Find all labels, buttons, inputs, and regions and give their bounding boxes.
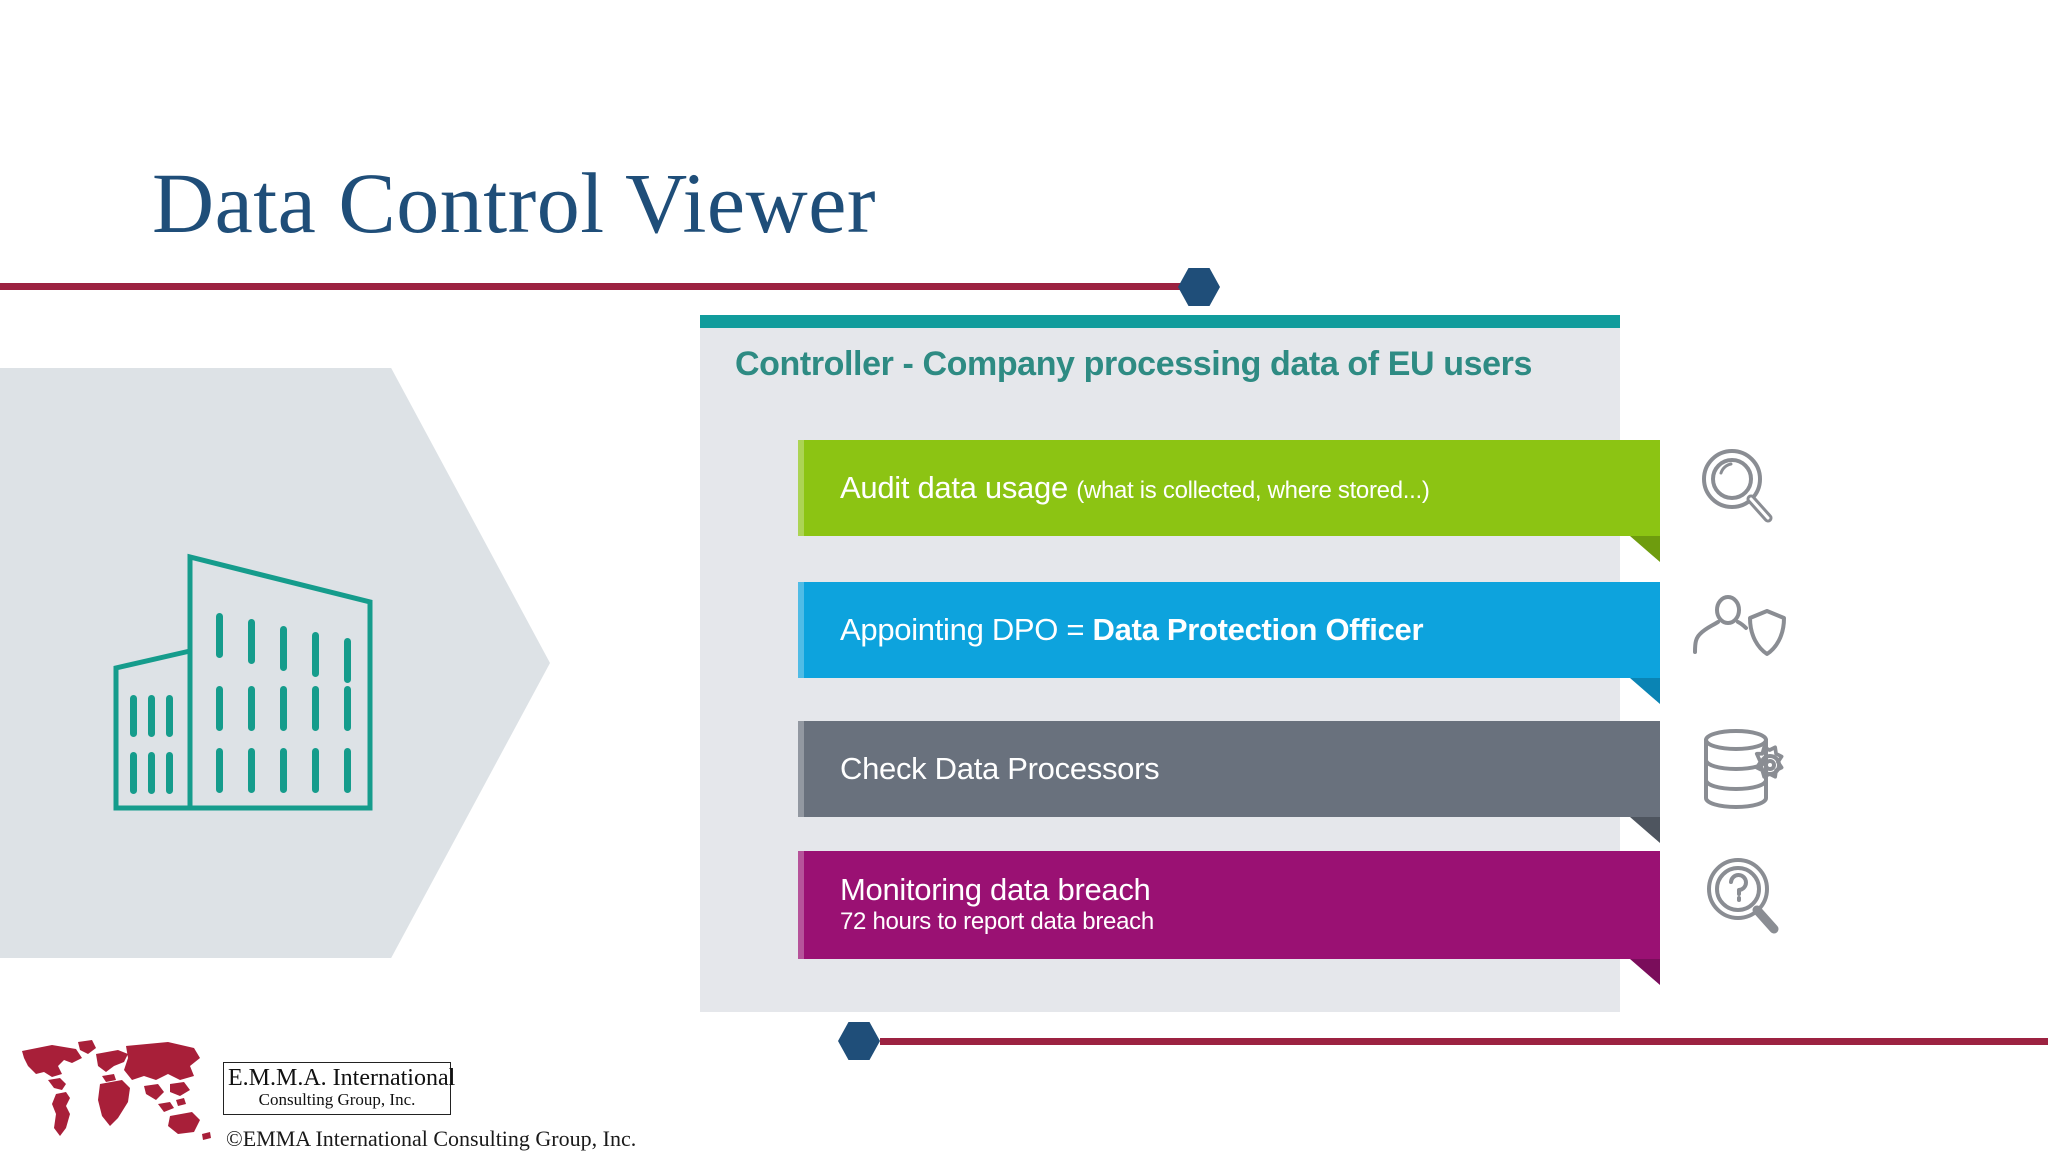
top-hexagon-marker <box>1178 268 1220 306</box>
row-processors-fold <box>1630 817 1660 843</box>
row-appointing-dpo[interactable]: Appointing DPO = Data Protection Officer <box>798 582 1660 704</box>
row-check-data-processors[interactable]: Check Data Processors <box>798 721 1660 843</box>
office-building-icon <box>113 553 373 811</box>
top-accent-rule <box>0 283 1192 290</box>
row-audit-data-usage[interactable]: Audit data usage (what is collected, whe… <box>798 440 1660 562</box>
logo-nameplate: E.M.M.A. International Consulting Group,… <box>223 1062 456 1115</box>
world-map-icon <box>22 1040 211 1140</box>
logo-company-subtitle: Consulting Group, Inc. <box>258 1090 416 1110</box>
bar-left-edge-highlight <box>798 851 804 959</box>
footer-logo: E.M.M.A. International Consulting Group,… <box>18 1034 636 1152</box>
row-audit-label: Audit data usage (what is collected, whe… <box>798 470 1430 506</box>
copyright-text: ©EMMA International Consulting Group, In… <box>226 1126 637 1151</box>
row-breach-fold <box>1630 959 1660 985</box>
logo-company-name: E.M.M.A. International <box>228 1065 456 1091</box>
bottom-hexagon-marker <box>838 1022 880 1060</box>
magnifier-icon <box>1702 449 1773 523</box>
row-audit-detail: (what is collected, where stored...) <box>1076 477 1430 504</box>
bar-left-edge-highlight <box>798 440 804 536</box>
row-dpo-title: Appointing DPO = <box>840 612 1093 647</box>
bottom-accent-rule <box>880 1038 2048 1045</box>
row-dpo-label: Appointing DPO = Data Protection Officer <box>798 612 1424 648</box>
row-dpo-detail: Data Protection Officer <box>1092 612 1424 647</box>
row-dpo-fold <box>1630 678 1660 704</box>
panel-top-accent-bar <box>700 315 1620 328</box>
row-monitoring-data-breach[interactable]: Monitoring data breach 72 hours to repor… <box>798 851 1660 985</box>
bar-left-edge-highlight <box>798 721 804 817</box>
row-processors-title: Check Data Processors <box>840 751 1160 786</box>
row-breach-title: Monitoring data breach <box>840 872 1151 908</box>
row-breach-detail: 72 hours to report data breach <box>840 907 1154 935</box>
person-shield-icon <box>1693 595 1786 656</box>
bar-left-edge-highlight <box>798 582 804 678</box>
page-title: Data Control Viewer <box>152 155 876 251</box>
panel-heading: Controller - Company processing data of … <box>735 345 1532 383</box>
row-audit-title: Audit data usage <box>840 470 1068 505</box>
row-breach-label: Monitoring data breach 72 hours to repor… <box>798 873 1154 937</box>
row-audit-fold <box>1630 536 1660 562</box>
database-gear-icon <box>1704 729 1784 809</box>
row-processors-label: Check Data Processors <box>798 751 1160 787</box>
magnifier-question-icon <box>1707 858 1779 934</box>
